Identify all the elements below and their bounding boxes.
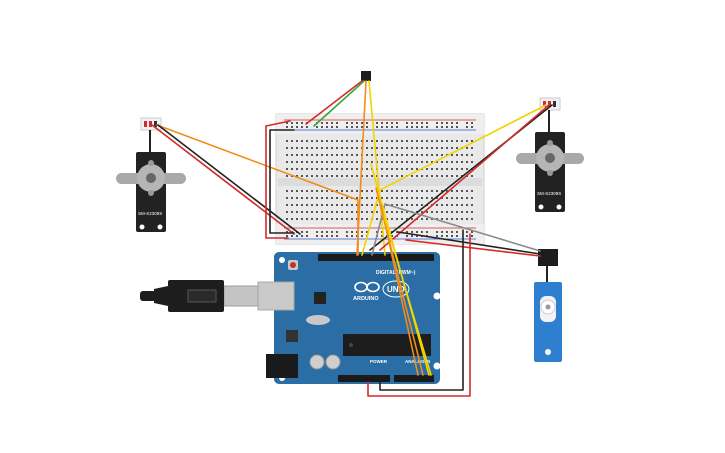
- breadboard[interactable]: [275, 113, 485, 245]
- analog-label: ANALOG IN: [405, 359, 430, 364]
- servo-left-model-label: SM-S2309S: [138, 211, 162, 216]
- power-jack[interactable]: [266, 354, 298, 378]
- digital-header[interactable]: [318, 254, 434, 261]
- arduino-model-label: UNO: [387, 285, 405, 294]
- servo-left[interactable]: SM-S2309S: [116, 117, 186, 232]
- atmega-chip: [343, 334, 431, 356]
- power-label: POWER: [370, 359, 388, 364]
- sensor-icon[interactable]: [361, 71, 371, 81]
- arduino-brand-label: ARDUINO: [353, 296, 379, 302]
- analog-header[interactable]: [394, 375, 434, 382]
- wires: [151, 80, 553, 397]
- power-header[interactable]: [338, 375, 390, 382]
- reset-button[interactable]: [290, 262, 296, 268]
- servo-right[interactable]: SM-S2309S: [516, 97, 584, 212]
- usb-port[interactable]: [257, 281, 295, 311]
- servo-right-model-label: SM-S2309S: [537, 191, 561, 196]
- usb-cable-icon[interactable]: [140, 280, 259, 312]
- microservo-icon[interactable]: [534, 249, 562, 362]
- arduino-logo: ARDUINO UNO: [353, 280, 410, 302]
